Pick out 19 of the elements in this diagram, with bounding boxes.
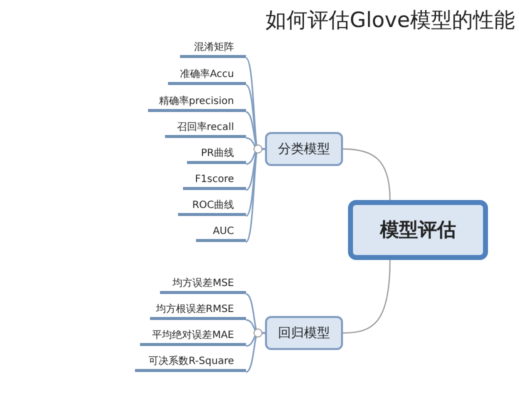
subtopic-label: ROC曲线 <box>178 199 246 216</box>
branch-topic-box: 回归模型 <box>265 316 343 350</box>
root-topic-box: 模型评估 <box>348 200 488 260</box>
subtopic-label: 混淆矩阵 <box>180 41 246 58</box>
subtopic-label: 均方误差MSE <box>160 277 246 294</box>
subtopic-label: F1score <box>183 173 246 190</box>
subtopic-label: PR曲线 <box>187 147 246 164</box>
branch-topic-box: 分类模型 <box>265 132 343 166</box>
connector-line <box>246 332 265 373</box>
title: 如何评估Glove模型的性能 <box>264 7 515 34</box>
subtopic-label: AUC <box>196 225 246 242</box>
subtopic-label: 召回率recall <box>165 121 246 138</box>
subtopic-label: 可决系数R-Square <box>135 355 246 372</box>
connector-line <box>342 148 391 200</box>
subtopic-label: 精确率precision <box>148 95 246 112</box>
subtopic-label: 准确率Accu <box>168 68 246 85</box>
connector-line <box>342 260 391 334</box>
subtopic-label: 平均绝对误差MAE <box>140 329 246 346</box>
subtopic-label: 均方根误差RMSE <box>150 303 246 320</box>
